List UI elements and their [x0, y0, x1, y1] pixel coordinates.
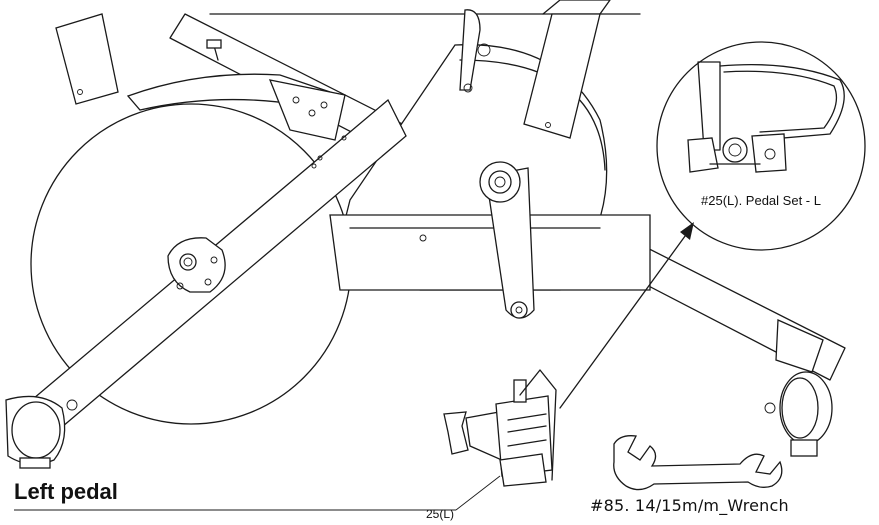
- bracket-plate: [268, 79, 346, 141]
- pedal-set-detail-drawing: [687, 61, 845, 173]
- hub: [167, 237, 226, 293]
- pedal-drawing: [443, 369, 557, 487]
- arrow-head-icon: [680, 222, 694, 240]
- right-foot: [779, 371, 833, 445]
- handlebar-post: [523, 13, 601, 139]
- diagram-title: Left pedal: [14, 479, 118, 504]
- wrench-icon: [613, 435, 783, 491]
- tool-caption: #85. 14/15m/m_Wrench: [590, 496, 789, 515]
- seat-post: [55, 13, 119, 105]
- detail-caption: #25(L). Pedal Set - L: [701, 193, 821, 208]
- part-number-callout: 25(L): [426, 507, 455, 521]
- arrow-icon: [559, 231, 689, 409]
- lower-housing: [329, 214, 651, 291]
